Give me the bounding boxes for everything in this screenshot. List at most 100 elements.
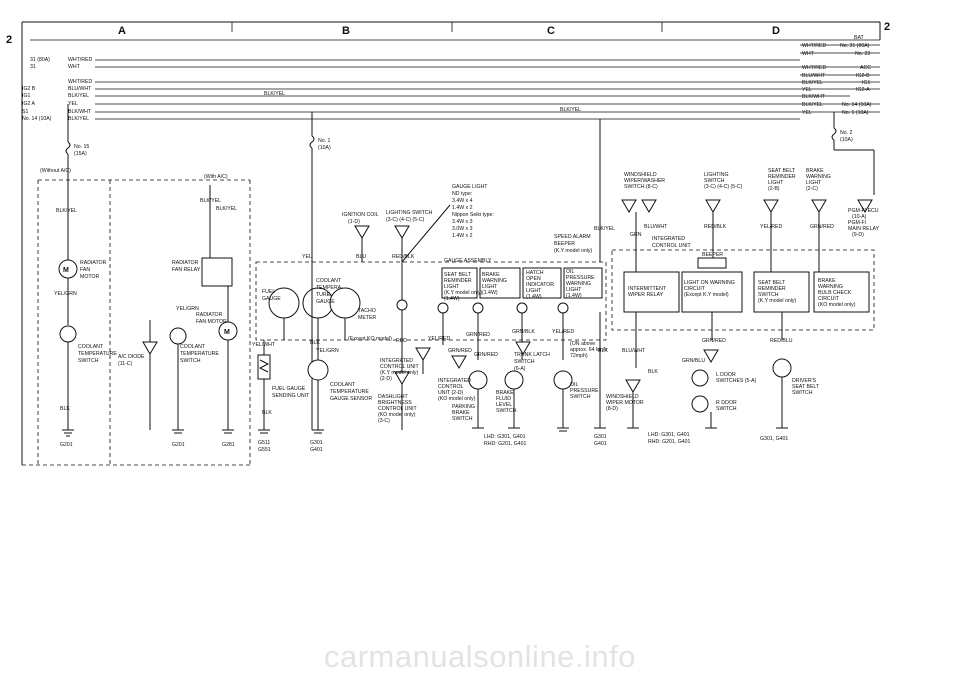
label-yel-grn-mid: YEL/GRN	[316, 348, 339, 354]
integrated-cu3-2: CONTROL	[438, 384, 463, 390]
dashlight-1: DASHLIGHT	[378, 394, 409, 400]
brake-top-4: (2-C)	[806, 186, 818, 192]
bus-label-blk-yel-b: BLK/YEL	[264, 91, 285, 97]
intermittent-relay-2: WIPER RELAY	[628, 292, 664, 298]
hatch-open-3: INDICATOR	[526, 282, 554, 288]
l-door-1: L DOOR	[716, 372, 736, 378]
label-yel-red-oil: YEL/RED	[552, 329, 574, 335]
seat-belt-top-2: REMINDER	[768, 174, 796, 180]
left-wire-4: BLU/WHT	[68, 86, 92, 92]
fuse-no15-rating: (15A)	[74, 151, 87, 157]
oil-warning-1: OIL	[566, 269, 574, 275]
label-blk-yel-speed: BLK/YEL	[594, 226, 615, 232]
left-fuse-6: IG2 A	[22, 101, 36, 107]
brake-top-3: LIGHT	[806, 180, 822, 186]
wiper-motor-3: (8-D)	[606, 406, 618, 412]
oil-switch-3: SWITCH	[570, 394, 591, 400]
fuse-no1-rating: (10A)	[318, 145, 331, 151]
speed-alarm-1: SPEED ALARM	[554, 234, 591, 240]
left-fuse-8: No. 14 (10A)	[22, 116, 52, 122]
coolant-switch-left-3: SWITCH	[78, 358, 99, 364]
lighting-switch-r-3: (3-C) (4-C) (5-C)	[704, 184, 743, 190]
right-bus	[800, 44, 880, 113]
gauge-light-1: GAUGE LIGHT	[452, 184, 488, 190]
wiper-motor-2: WIPER MOTOR	[606, 400, 644, 406]
ac-diode-1: A/C DIODE	[118, 354, 145, 360]
right-term-9: No. 1 (10A)	[842, 110, 869, 116]
lighting-switch-mid-2: (3-C) (4-C) (5-C)	[386, 217, 425, 223]
ground-g401-b: G401	[594, 441, 607, 447]
integrated-cu-1: INTEGRATED	[652, 236, 685, 242]
coolant-switch-mid-1: COOLANT	[180, 344, 206, 350]
label-blk-yel-ac2: BLK/YEL	[216, 206, 237, 212]
parking-brake-2: BRAKE	[452, 410, 470, 416]
brake-bulb-3: BULB CHECK	[818, 290, 852, 296]
zone-c: C	[547, 25, 555, 37]
gauge-assembly	[255, 261, 607, 341]
coolant-sensor-2: TEMPERATURE	[330, 389, 369, 395]
seat-belt-gauge-4: (K.Y model only)	[444, 290, 483, 296]
brake-fluid-1: BRAKE	[496, 390, 514, 396]
center-controls	[415, 312, 606, 432]
radiator-fan-motor-line3: MOTOR	[80, 274, 99, 280]
radiator-fan-motor-line1: RADIATOR	[80, 260, 107, 266]
seat-belt-gauge-5: (1.4W)	[444, 296, 460, 302]
label-blk-yel-left: BLK/YEL	[56, 208, 77, 214]
right-wire-1: WHT/RED	[802, 43, 826, 49]
seat-belt-sw-3: SWITCH	[758, 292, 779, 298]
wiper-switch-1: WINDSHIELD	[624, 172, 657, 178]
brake-gauge-1: BRAKE	[482, 272, 500, 278]
label-yel-red-r: YEL/RED	[760, 224, 782, 230]
fuel-gauge-2: GAUGE	[262, 296, 281, 302]
left-wire-5: BLK/YEL	[68, 93, 89, 99]
label-blk-oil: BLK	[598, 348, 608, 354]
seat-belt-sw-4: (K.Y model only)	[758, 298, 797, 304]
right-term-6: IG2-A	[856, 87, 870, 93]
label-red-blu: RED/BLU	[770, 338, 793, 344]
wiper-switch-3: SWITCH (8-C)	[624, 184, 658, 190]
page-number: 2	[884, 21, 890, 33]
gauge-light-5: Nippon Seiki type:	[452, 212, 494, 218]
oil-warning-5: (1.4W)	[566, 293, 582, 299]
integrated-cu2-3: (K.Y model only)	[380, 370, 419, 376]
brake-gauge-3: LIGHT	[482, 284, 498, 290]
right-term-4: IG2-B	[856, 73, 870, 79]
label-blk-r: BLK	[648, 369, 658, 375]
fuel-gauge-1: FUEL	[262, 289, 275, 295]
right-term-8: No. 14 (10A)	[842, 102, 872, 108]
on-above-1: (ON above	[570, 341, 595, 347]
brake-fluid-3: LEVEL	[496, 402, 512, 408]
integrated-cu3-1: INTEGRATED	[438, 378, 471, 384]
ground-g301-b: G301	[594, 434, 607, 440]
seat-belt-top-3: LIGHT	[768, 180, 784, 186]
coolant-gauge-3: TURE	[316, 292, 331, 298]
label-blk-mid: BLK	[310, 340, 320, 346]
on-above-2: approx. 64 km/h	[570, 347, 607, 353]
label-red-blk: RED/BLK	[392, 254, 415, 260]
seat-belt-top-1: SEAT BELT	[768, 168, 796, 174]
integrated-cu3-4: (KO model only)	[438, 396, 476, 402]
brake-top-1: BRAKE	[806, 168, 824, 174]
left-wire-2: WHT	[68, 64, 81, 70]
r-door-2: SWITCH	[716, 406, 737, 412]
brake-gauge-4: (1.4W)	[482, 290, 498, 296]
speed-alarm-2: BEEPER	[554, 241, 575, 247]
page-number-left: 2	[6, 34, 12, 46]
integrated-cu-2: CONTROL UNIT	[652, 243, 692, 249]
intermittent-relay-1: INTERMITTENT	[628, 286, 667, 292]
fan-motor2-symbol: M	[224, 329, 230, 336]
label-grn-red-mid2: GRN/RED	[448, 348, 472, 354]
right-wire-9: YEL	[802, 110, 812, 116]
fuel-gauge-unit-2: SENDING UNIT	[272, 393, 310, 399]
brake-bulb-5: (KO model only)	[818, 302, 856, 308]
right-term-3: ACC	[860, 65, 871, 71]
ground-g301-g401-right: G301, G401	[760, 436, 788, 442]
dashlight-3: CONTROL UNIT	[378, 406, 418, 412]
ignition-coil-1: IGNITION COIL	[342, 212, 379, 218]
label-red: RED	[396, 338, 407, 344]
right-wire-8: BLK/YEL	[802, 102, 823, 108]
light-on-3: (Except K.Y model)	[684, 292, 729, 298]
seat-belt-gauge-3: LIGHT	[444, 284, 460, 290]
right-term-2: No. 23	[855, 51, 870, 57]
trunk-latch-3: (6-A)	[514, 366, 526, 372]
